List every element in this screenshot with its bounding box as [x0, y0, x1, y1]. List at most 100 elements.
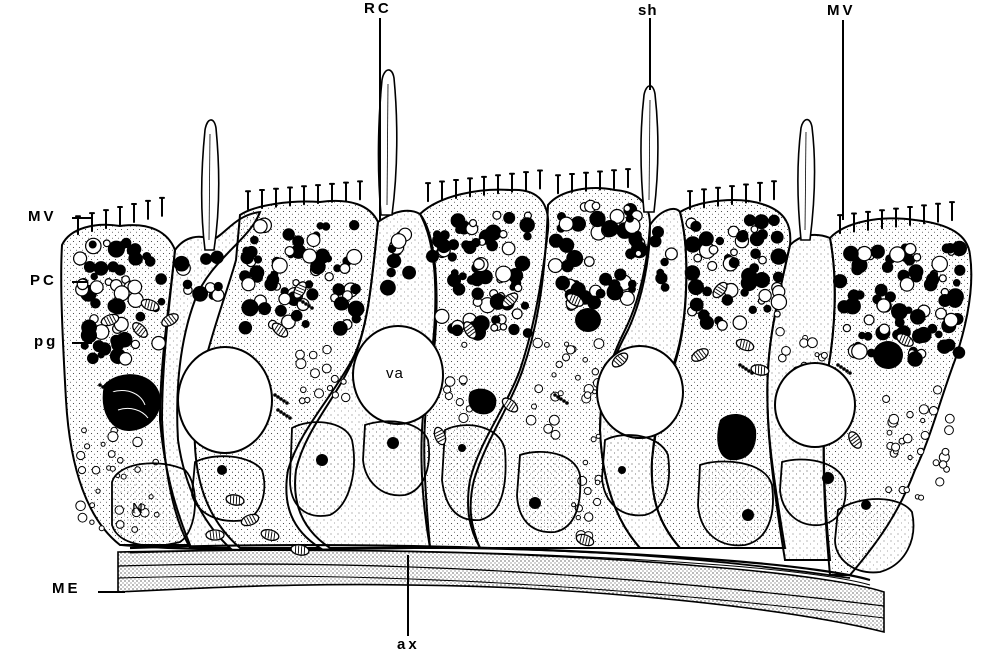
- pigment-granule: [302, 321, 309, 328]
- pigment-granule: [265, 278, 277, 290]
- pigment-granule: [690, 298, 703, 311]
- pigment-granule: [129, 252, 142, 265]
- pigment-granule: [91, 273, 97, 279]
- vesicle: [556, 361, 562, 367]
- granule-chain-dot: [279, 410, 283, 414]
- label-microvilli-top: MV: [827, 2, 856, 19]
- granule-chain-dot: [553, 393, 557, 397]
- pigment-granule: [89, 241, 96, 248]
- microvillus: [556, 175, 560, 193]
- pigment-granule: [259, 303, 271, 315]
- vesicle: [921, 431, 929, 439]
- granule-chain-dot: [285, 414, 289, 418]
- vesicle: [576, 375, 581, 380]
- vesicle: [907, 411, 913, 417]
- granule-chain-dot: [276, 408, 280, 412]
- label-sensory-hair: sh: [638, 2, 658, 19]
- pigment-granule: [913, 329, 927, 343]
- vesicle: [533, 338, 542, 347]
- pigment-granule: [650, 236, 661, 247]
- pigment-granule: [110, 299, 125, 314]
- pigment-granule: [88, 353, 98, 363]
- vesicle: [133, 437, 142, 446]
- pigment-granule: [925, 278, 937, 290]
- pigment-granule: [942, 244, 951, 253]
- pigment-granule: [468, 276, 476, 284]
- vesicle: [108, 451, 115, 458]
- pigment-granule: [156, 274, 166, 284]
- microvillus: [132, 204, 136, 222]
- pigment-granule: [590, 212, 605, 227]
- pigment-granule: [759, 256, 767, 264]
- vesicle: [327, 386, 332, 391]
- pigment-granule: [183, 280, 191, 288]
- vesicle: [301, 387, 307, 393]
- vesicle: [444, 386, 451, 393]
- pigment-granule: [936, 331, 942, 337]
- pigment-granule: [522, 302, 529, 309]
- pigment-granule: [448, 253, 456, 261]
- pigment-granule: [174, 257, 188, 271]
- vesicle: [886, 487, 892, 493]
- vesicle: [776, 328, 784, 336]
- pigment-granule: [128, 292, 143, 307]
- pigment-granule: [771, 249, 786, 264]
- pigment-granule: [255, 256, 262, 263]
- pigment-granule: [666, 248, 678, 260]
- pigment-granule: [250, 266, 264, 280]
- granule-chain-dot: [301, 300, 305, 304]
- pigment-granule: [94, 262, 107, 275]
- vesicle: [108, 432, 118, 442]
- vesicle: [887, 430, 892, 435]
- pigment-granule: [387, 254, 400, 267]
- vesicle: [584, 392, 591, 399]
- pigment-granule: [932, 256, 947, 271]
- pigment-granule: [624, 205, 630, 211]
- pigment-granule: [119, 353, 131, 365]
- pigment-granule: [211, 251, 223, 263]
- pigment-granule: [322, 223, 329, 230]
- vesicle: [78, 467, 85, 474]
- label-rod-cell: RC: [364, 0, 392, 17]
- granule-chain-dot: [276, 395, 280, 399]
- pigment-granule: [496, 266, 512, 282]
- vesicle: [82, 428, 87, 433]
- vesicle: [77, 451, 85, 459]
- vesicle: [532, 404, 537, 409]
- pigment-granule: [239, 322, 251, 334]
- pigment-granule: [703, 287, 712, 296]
- pigment-granule: [716, 237, 723, 244]
- pigment-granule: [520, 218, 534, 232]
- granule-chain-dot: [744, 367, 748, 371]
- pigment-granule: [771, 231, 783, 243]
- microvillus: [246, 191, 250, 209]
- pigment-granule: [635, 250, 641, 256]
- vesicle: [78, 513, 87, 522]
- granule-chain-dot: [836, 363, 840, 367]
- pigment-granule: [279, 293, 291, 305]
- vesicle: [593, 390, 597, 394]
- pigment-granule: [609, 280, 620, 291]
- microvillus: [538, 171, 542, 189]
- pigment-granule: [844, 246, 858, 260]
- pigment-granule: [307, 234, 320, 247]
- vesicle: [76, 501, 86, 511]
- pigment-granule: [489, 229, 495, 235]
- pigment-granule: [955, 265, 965, 275]
- pigment-granule: [954, 280, 960, 286]
- pigment-granule: [883, 262, 893, 272]
- vesicle: [459, 376, 467, 384]
- pigment-granule: [875, 284, 887, 296]
- label-microvilli-left: MV: [28, 208, 57, 225]
- pigment-granule: [448, 274, 461, 287]
- vesicle: [596, 434, 600, 438]
- pigment-granule: [214, 283, 222, 291]
- vesicle: [583, 460, 588, 465]
- microvillus: [118, 207, 122, 225]
- pigment-granule: [856, 291, 864, 299]
- vesicle: [942, 448, 949, 455]
- vesicle: [821, 352, 827, 358]
- pigment-granule: [90, 281, 103, 294]
